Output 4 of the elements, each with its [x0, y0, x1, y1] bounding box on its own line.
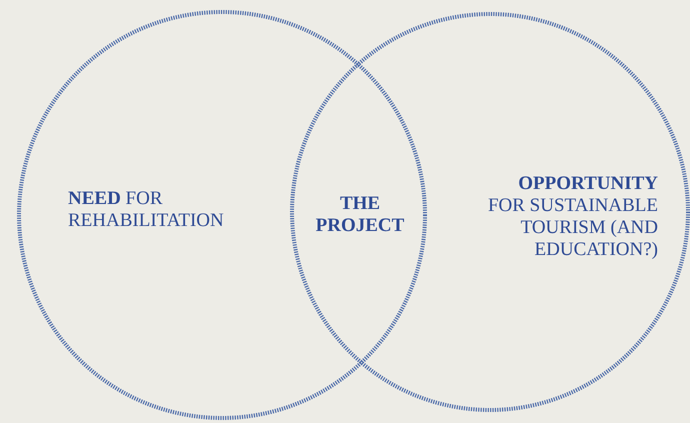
circle-label: NEED FOR REHABILITATION: [68, 188, 225, 232]
circle-heading: OPPORTUNITY: [517, 173, 658, 195]
overlap-label: THE PROJECT: [315, 193, 405, 237]
circle-label: FOR SUSTAINABLE TOURISM (AND EDUCATION?): [486, 195, 658, 261]
